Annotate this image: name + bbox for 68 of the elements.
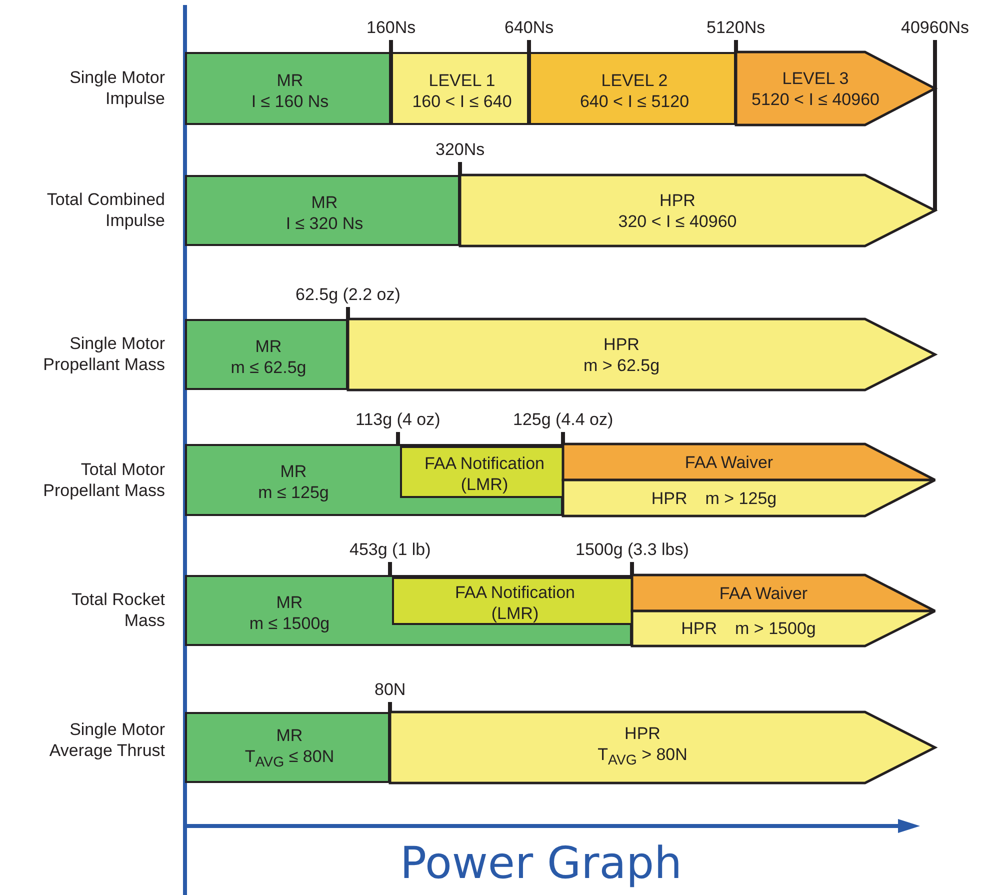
segment-text: LEVEL 3 (782, 68, 849, 88)
threshold-label: 125g (4.4 oz) (513, 409, 614, 430)
band-segment (392, 577, 634, 625)
caption: Power Graph (400, 838, 682, 890)
segment-text: MR (276, 70, 304, 90)
segment-text: m > 62.5g (583, 354, 660, 376)
segment-text: 640 < I ≤ 5120 (580, 90, 690, 112)
segment-text: m > 1500g (735, 618, 816, 639)
segment-text: MR (276, 725, 303, 746)
segment-text: m ≤ 62.5g (230, 356, 306, 378)
threshold-label: 453g (1 lb) (350, 539, 431, 560)
row-label: Total Rocket Mass (70, 589, 165, 631)
threshold-label: 160Ns (366, 17, 416, 38)
arrow-band-segment (736, 52, 935, 125)
segment-text: T$_{AVG}$ > 80N (598, 744, 688, 771)
segment-text: HPR (681, 618, 718, 639)
segment-text: HPR (651, 488, 688, 508)
segment-text: FAA Notification (LMR) (454, 582, 576, 624)
arrow-band-segment (563, 444, 935, 480)
segment-text: MR (255, 336, 282, 356)
row-label: Total Motor Propellant Mass (42, 459, 165, 501)
band-segment (400, 446, 565, 498)
segment-text: m ≤ 1500g (249, 612, 330, 634)
arrow-band-segment (632, 611, 935, 646)
threshold-label: 40960Ns (901, 17, 970, 38)
band-segment (185, 52, 391, 125)
segment-text: m ≤ 125g (258, 482, 329, 503)
arrow-band-segment (348, 319, 935, 390)
arrow-band-segment (390, 712, 935, 783)
segment-text: 320 < I ≤ 40960 (618, 210, 737, 232)
band-segment (185, 712, 390, 783)
segment-text: MR (280, 461, 307, 482)
segment-text: LEVEL 2 (601, 70, 668, 90)
band-segment (185, 319, 348, 390)
segment-text: HPR (660, 190, 696, 210)
segment-text: HPR (604, 334, 640, 354)
segment-text: FAA Notification (LMR) (423, 453, 546, 495)
segment-text: HPR (624, 723, 660, 744)
threshold-label: 1500g (3.3 lbs) (576, 539, 689, 560)
segment-text: 160 < I ≤ 640 (412, 90, 512, 112)
band-segment (529, 52, 736, 125)
segment-text: 5120 < I ≤ 40960 (752, 88, 880, 110)
segment-text: T$_{AVG}$ ≤ 80N (244, 746, 334, 773)
row-label: Single Motor Propellant Mass (42, 333, 165, 375)
threshold-label: 80N (374, 679, 406, 700)
segment-text: I ≤ 320 Ns (286, 212, 364, 234)
arrow-band-segment (632, 575, 935, 611)
band-segment (185, 575, 632, 646)
segment-text: FAA Waiver (684, 452, 774, 472)
row-label: Single Motor Impulse (68, 67, 165, 109)
band-segment (391, 52, 529, 125)
segment-text: I ≤ 160 Ns (251, 90, 329, 112)
segment-text: MR (311, 192, 338, 212)
band-segment (185, 444, 563, 516)
arrow-band-segment (460, 175, 935, 246)
arrow-band-segment (563, 480, 935, 516)
threshold-label: 640Ns (504, 17, 554, 38)
threshold-label: 113g (4 oz) (356, 409, 440, 430)
segment-text: m > 125g (705, 488, 777, 508)
band-segment (185, 175, 460, 246)
row-label: Total Combined Impulse (46, 189, 165, 231)
segment-text: LEVEL 1 (428, 70, 496, 90)
segment-text: FAA Waiver (719, 582, 808, 604)
threshold-label: 320Ns (436, 139, 485, 160)
threshold-label: 5120Ns (706, 17, 766, 38)
row-label: Single Motor Average Thrust (48, 719, 165, 761)
segment-text: MR (276, 592, 303, 612)
threshold-label: 62.5g (2.2 oz) (296, 284, 400, 305)
